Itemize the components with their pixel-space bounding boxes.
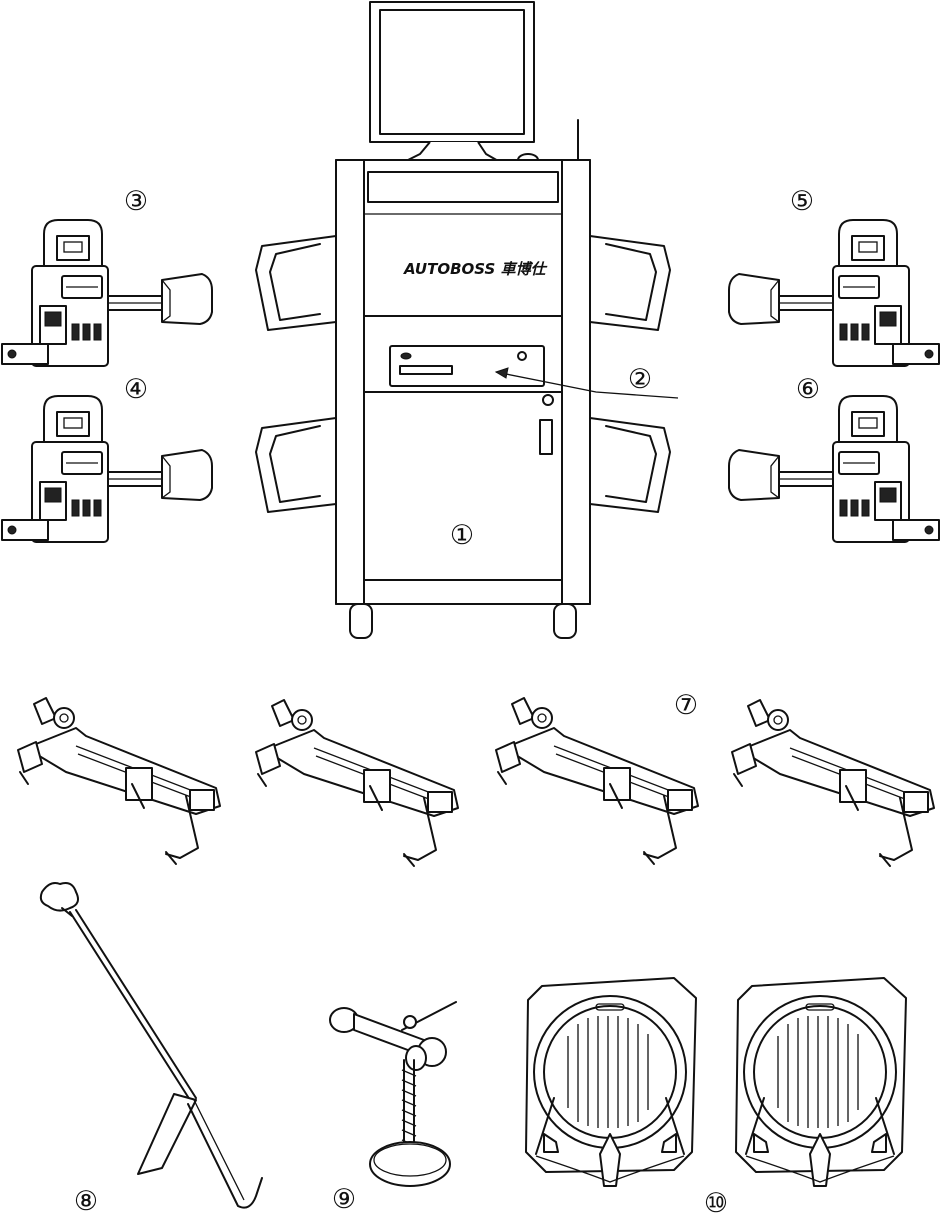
- right-head-holders: [589, 235, 671, 513]
- wheel-clamp-1: [17, 697, 221, 865]
- callout-2: ②: [628, 364, 652, 395]
- callout-6: ⑥: [796, 374, 820, 405]
- callout-3: ③: [124, 186, 148, 217]
- left-head-holders: [255, 235, 337, 513]
- callout-4: ④: [124, 374, 148, 405]
- callout-10: ⑩: [704, 1188, 728, 1218]
- sensor-head-4: [1, 395, 213, 543]
- sensor-head-3: [1, 219, 213, 367]
- callout-9: ⑨: [332, 1184, 356, 1215]
- callout-5: ⑤: [790, 186, 814, 217]
- printer: [389, 345, 545, 387]
- caster-wheels: [349, 603, 577, 639]
- wheel-clamp-2: [255, 699, 459, 867]
- callout-7: ⑦: [674, 690, 698, 721]
- monitor: [369, 1, 539, 167]
- sensor-head-6: [728, 395, 940, 543]
- steering-wheel-holder: [329, 1001, 457, 1187]
- wheel-clamp-4: [731, 699, 935, 867]
- callout-8: ⑧: [74, 1186, 98, 1217]
- brand-logo: AUTOBOSS 車博仕: [403, 260, 548, 278]
- callout-1: ①: [450, 520, 474, 551]
- turntable-left: [525, 977, 697, 1187]
- keyboard-drawer: [367, 171, 559, 203]
- turntable-right: [735, 977, 907, 1187]
- door-handle: [539, 419, 553, 455]
- wheel-clamp-3: [495, 697, 699, 865]
- brake-pedal-depressor: [39, 882, 263, 1209]
- sensor-head-5: [728, 219, 940, 367]
- printer-leader: [494, 367, 679, 399]
